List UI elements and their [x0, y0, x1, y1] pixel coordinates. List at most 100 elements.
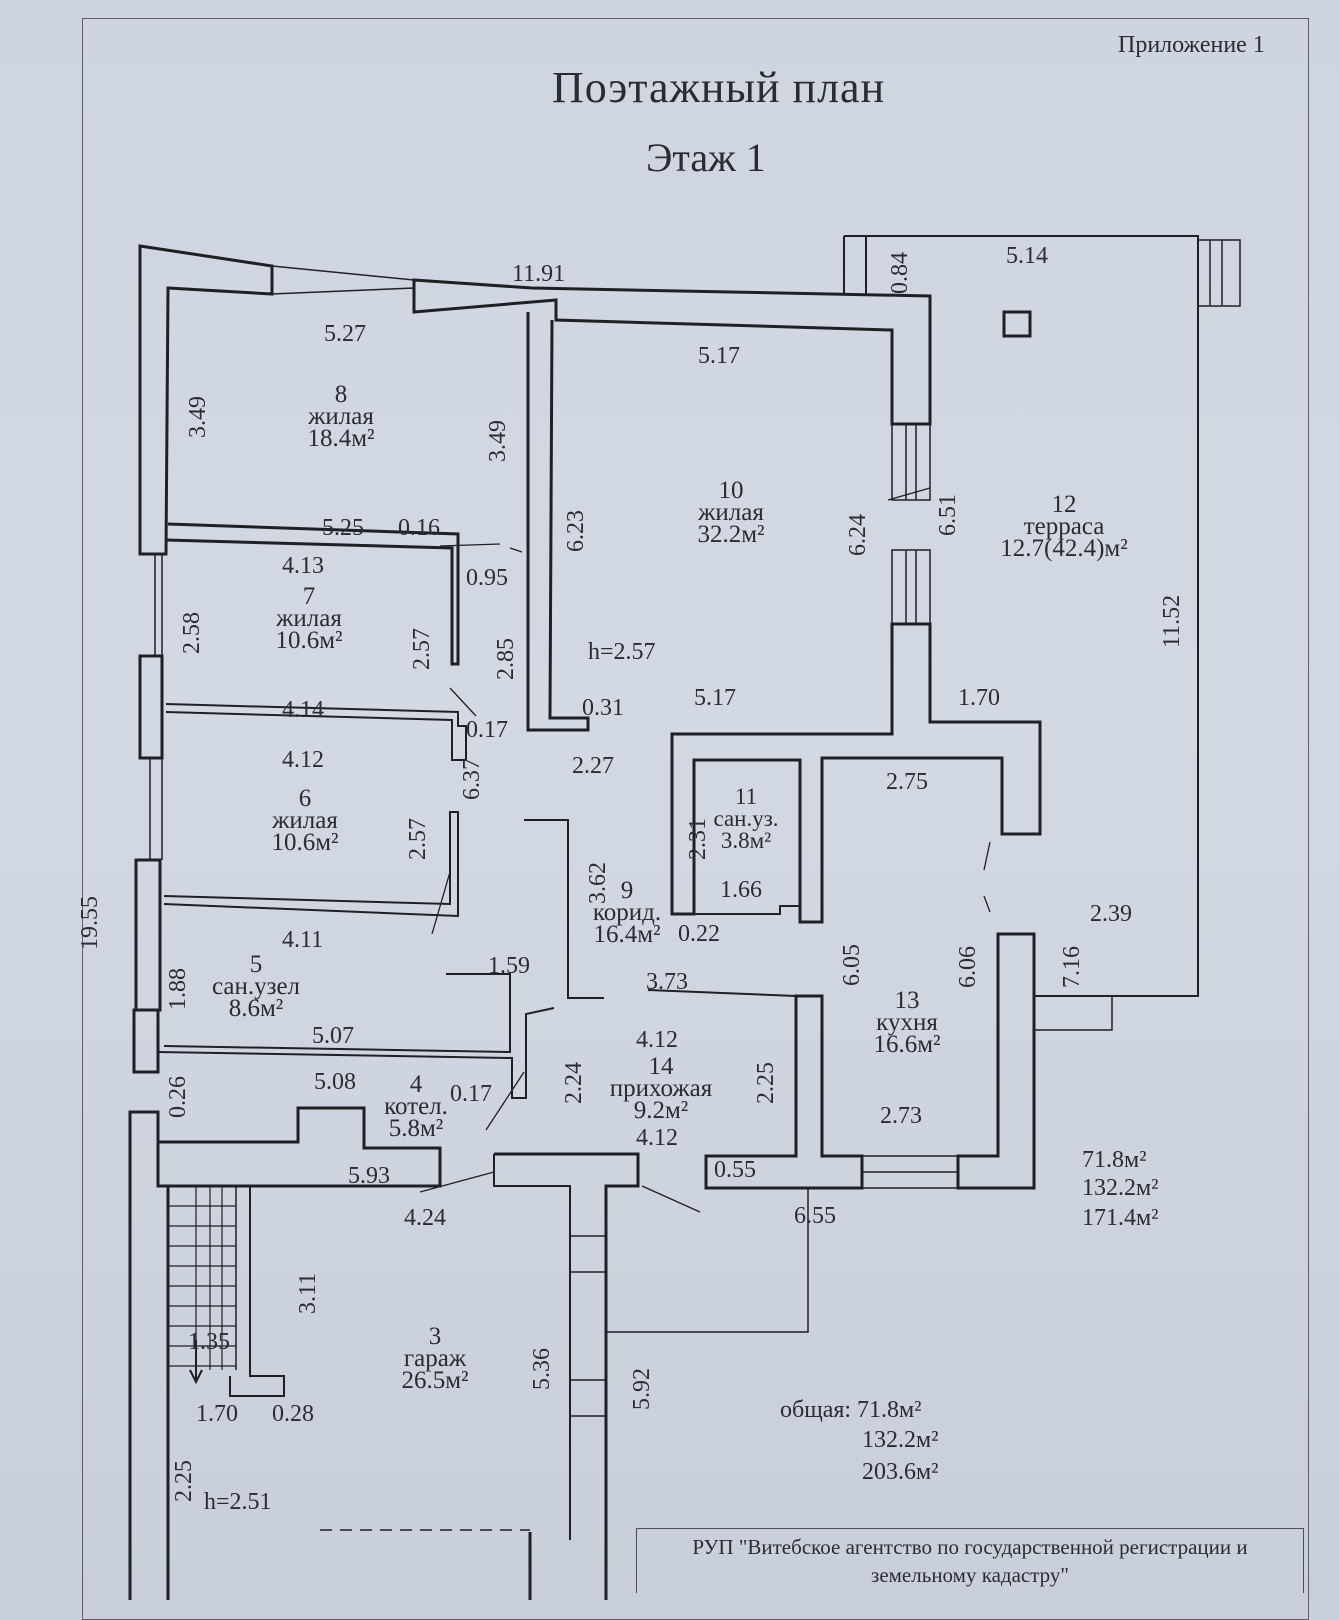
dimension-label: 2.25 [753, 1062, 779, 1104]
title-block: РУП "Витебское агентство по государствен… [636, 1528, 1304, 1593]
room-area: 10.6м² [275, 627, 343, 654]
room-6-label: 6 жилая 10.6м² [250, 785, 360, 856]
total-area-1: 71.8м² [1082, 1147, 1147, 1173]
plan-title: Поэтажный план [552, 63, 886, 112]
dimension-label: 5.17 [698, 343, 740, 369]
dimension-label: 1.88 [165, 968, 191, 1010]
dimension-label: 2.39 [1090, 901, 1132, 927]
room-area: 18.4м² [307, 425, 375, 452]
dimension-label: 0.84 [887, 252, 913, 294]
dimension-label: 4.12 [282, 747, 324, 773]
total-area-2: 132.2м² [1082, 1175, 1159, 1201]
dimension-label: 7.16 [1059, 946, 1085, 988]
room-area: 16.4м² [593, 921, 661, 948]
dimension-label: 4.24 [404, 1205, 446, 1231]
dimension-label: 0.22 [678, 921, 720, 947]
dimension-label: 3.62 [585, 862, 611, 904]
room-8-label: 8 жилая 18.4м² [286, 381, 396, 452]
room-name: терраса [1023, 513, 1105, 540]
room-3-label: 3 гараж 26.5м² [380, 1324, 490, 1394]
dimension-label: 5.08 [314, 1069, 356, 1095]
room-number: 5 [249, 951, 263, 978]
dimension-label: 1.59 [488, 953, 530, 979]
dimension-label: 5.25 [322, 515, 364, 541]
room-number: 9 [620, 877, 634, 904]
room-name: жилая [308, 403, 374, 430]
title-block-line-2: земельному кадастру" [871, 1563, 1069, 1587]
dimension-label: 1.70 [958, 685, 1000, 711]
dimension-label: 4.12 [636, 1027, 678, 1053]
room-area: 9.2м² [633, 1097, 689, 1124]
room-4-label: 4 котел. 5.8м² [366, 1071, 466, 1142]
room-name: кухня [876, 1009, 938, 1036]
dimension-label: 2.27 [572, 753, 614, 779]
title-block-text: РУП "Витебское агентство по государствен… [637, 1533, 1303, 1589]
dimension-label: 4.12 [636, 1125, 678, 1151]
dimension-label: 4.14 [282, 697, 324, 723]
room-name: сан.уз. [713, 806, 779, 831]
dimension-label: 2.25 [171, 1460, 197, 1502]
dimension-label: 3.11 [295, 1272, 321, 1314]
room-area: 10.6м² [271, 829, 339, 856]
dimension-label: 2.57 [409, 628, 435, 670]
dimension-label: 5.14 [1006, 243, 1048, 269]
dimension-label: 2.73 [880, 1103, 922, 1129]
dimension-label: 5.92 [629, 1368, 655, 1410]
dimension-label: 1.35 [188, 1329, 230, 1355]
dimension-label: 1.70 [196, 1401, 238, 1427]
dimension-label: 0.31 [582, 695, 624, 721]
dimension-label: 6.51 [935, 494, 961, 536]
dimension-label: 0.55 [714, 1157, 756, 1183]
total-general-2: 132.2м² [862, 1427, 939, 1453]
dimension-label: 5.17 [694, 685, 736, 711]
room-area: 5.8м² [388, 1115, 444, 1142]
room-number: 10 [718, 477, 744, 504]
room-name: жилая [272, 807, 338, 834]
room-area: 16.6м² [873, 1031, 941, 1058]
room-number: 6 [298, 785, 312, 812]
room-area: 26.5м² [401, 1367, 469, 1394]
room-7-label: 7 жилая 10.6м² [254, 584, 364, 654]
wall-segment [134, 858, 162, 1012]
room-name: гараж [403, 1345, 467, 1372]
dimension-label: 4.13 [282, 553, 324, 579]
dimension-label: 3.49 [485, 420, 511, 462]
dimension-label: 5.27 [324, 321, 366, 347]
room-number: 11 [734, 784, 758, 809]
dimension-label: h=2.51 [204, 1489, 272, 1515]
appendix-label: Приложение 1 [1118, 32, 1265, 58]
room-number: 8 [334, 381, 348, 408]
dimension-label: 11.52 [1159, 594, 1185, 648]
dimension-label: 19.55 [77, 896, 103, 950]
room-name: котел. [384, 1093, 448, 1120]
room-name: жилая [276, 605, 342, 632]
title-block-line-1: РУП "Витебское агентство по государствен… [692, 1535, 1248, 1559]
room-12-label: 12 терраса 12.7(42.4)м² [984, 492, 1144, 561]
dimension-label: 5.07 [312, 1023, 354, 1049]
total-general-label: общая: 71.8м² [780, 1397, 922, 1423]
dimension-label: 6.24 [845, 514, 871, 556]
dimension-label: 0.26 [165, 1076, 191, 1118]
room-area: 32.2м² [697, 521, 765, 548]
total-area-3: 171.4м² [1082, 1205, 1159, 1231]
room-name: корид. [592, 899, 662, 926]
dimension-label: 6.37 [459, 758, 485, 800]
room-10-label: 10 жилая 32.2м² [676, 477, 786, 548]
dimension-label: 6.06 [955, 946, 981, 988]
dimension-label: 0.16 [398, 515, 440, 541]
dimension-label: 2.31 [685, 818, 711, 860]
wall-segment [138, 654, 164, 760]
room-14-label: 14 прихожая 9.2м² [596, 1054, 726, 1124]
room-number: 4 [409, 1071, 423, 1098]
dimension-label: 2.58 [179, 612, 205, 654]
room-area: 3.8м² [720, 828, 772, 853]
dimension-label: 1.66 [720, 877, 762, 903]
dimension-label: 0.17 [466, 717, 508, 743]
dimension-label: 6.23 [563, 510, 589, 552]
dimension-label: 2.75 [886, 769, 928, 795]
dimension-label: 3.73 [646, 969, 688, 995]
dimension-label: 0.95 [466, 565, 508, 591]
dimension-label: 6.05 [839, 944, 865, 986]
